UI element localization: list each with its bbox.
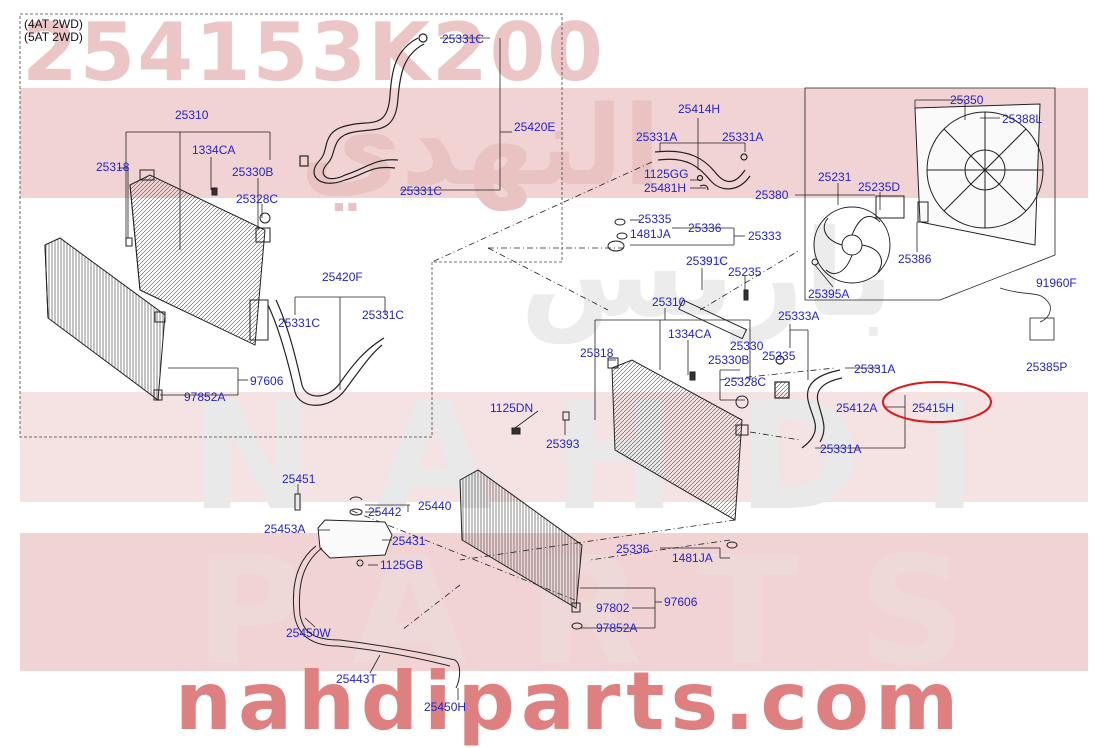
middle-leaders <box>514 118 906 449</box>
part-label-25431[interactable]: 25431 <box>392 534 426 548</box>
middle-radiator <box>511 289 749 549</box>
part-label-97606-bot[interactable]: 97606 <box>664 595 698 609</box>
part-label-1125dn[interactable]: 1125DN <box>490 401 534 415</box>
part-label-25333[interactable]: 25333 <box>748 229 782 243</box>
watermark-arabic: النهدي <box>300 82 661 210</box>
part-label-25386[interactable]: 25386 <box>898 252 932 266</box>
part-label-25331c-mid[interactable]: 25331C <box>400 184 443 198</box>
part-label-25420e[interactable]: 25420E <box>514 120 556 134</box>
lower-hose-25412a <box>774 355 843 449</box>
part-label-25450w[interactable]: 25450W <box>286 626 331 640</box>
variant-dashed-box <box>19 13 563 438</box>
part-label-25331a-1[interactable]: 25331A <box>636 130 678 144</box>
part-label-25318-left[interactable]: 25318 <box>96 160 130 174</box>
part-label-25335-top[interactable]: 25335 <box>638 212 672 226</box>
part-label-1125gb[interactable]: 1125GB <box>380 558 424 572</box>
part-label-25328c-left[interactable]: 25328C <box>236 192 279 206</box>
part-label-25235[interactable]: 25235 <box>728 265 762 279</box>
part-label-97802[interactable]: 97802 <box>596 601 630 615</box>
part-label-25388l[interactable]: 25388L <box>1002 112 1043 126</box>
part-label-25331c-l2[interactable]: 25331C <box>362 308 405 322</box>
part-label-25333a[interactable]: 25333A <box>778 309 820 323</box>
part-label-25440[interactable]: 25440 <box>418 499 452 513</box>
part-label-25391c[interactable]: 25391C <box>686 254 729 268</box>
part-label-25380[interactable]: 25380 <box>755 188 789 202</box>
reservoir-cap-parts <box>607 218 628 252</box>
left-leaders <box>118 37 512 396</box>
part-label-25450h[interactable]: 25450H <box>424 700 467 714</box>
part-label-1125gg[interactable]: 1125GG <box>644 167 689 181</box>
watermark-band-middle <box>20 392 1088 502</box>
watermark-band-top <box>20 88 1088 198</box>
part-label-25451[interactable]: 25451 <box>282 472 316 486</box>
part-label-25350[interactable]: 25350 <box>950 93 984 107</box>
watermark-word-nahdi: NAHDI <box>190 370 1038 544</box>
part-label-25420f[interactable]: 25420F <box>322 270 363 284</box>
left-upper-hose <box>299 33 428 184</box>
watermark-part-number: 254153K200 <box>22 6 605 99</box>
part-label-25310-left[interactable]: 25310 <box>175 108 209 122</box>
part-label-25453a[interactable]: 25453A <box>264 522 306 536</box>
part-label-25443t[interactable]: 25443T <box>336 672 377 686</box>
part-label-1334ca-left[interactable]: 1334CA <box>192 143 236 157</box>
part-label-25385p[interactable]: 25385P <box>1026 360 1068 374</box>
part-label-25330b-left[interactable]: 25330B <box>232 165 274 179</box>
left-condenser <box>44 237 166 401</box>
middle-condenser <box>459 469 583 630</box>
part-label-25331c-l1[interactable]: 25331C <box>278 316 321 330</box>
part-label-25331a-r2[interactable]: 25331A <box>820 442 862 456</box>
left-lower-hose <box>267 299 385 406</box>
part-label-25330[interactable]: 25330 <box>730 339 764 353</box>
part-label-25336-top[interactable]: 25336 <box>688 221 722 235</box>
part-label-25336-bot[interactable]: 25336 <box>616 542 650 556</box>
part-label-1481ja-bot[interactable]: 1481JA <box>672 551 713 565</box>
part-label-25328c-mid[interactable]: 25328C <box>724 375 767 389</box>
part-label-25442[interactable]: 25442 <box>368 505 402 519</box>
part-label-1334ca-mid[interactable]: 1334CA <box>668 327 712 341</box>
part-label-25331a-r[interactable]: 25331A <box>854 362 896 376</box>
part-label-25331a-2[interactable]: 25331A <box>722 130 764 144</box>
part-label-91960f[interactable]: 91960F <box>1036 276 1077 290</box>
part-label-25231[interactable]: 25231 <box>818 170 852 184</box>
part-label-25414h[interactable]: 25414H <box>678 102 721 116</box>
fan-leaders <box>795 99 1055 341</box>
variant-note-5at: (5AT 2WD) <box>24 30 83 44</box>
part-label-25395a[interactable]: 25395A <box>808 287 850 301</box>
highlight-oval <box>882 381 992 423</box>
part-label-25235d[interactable]: 25235D <box>858 180 901 194</box>
part-label-25415h-highlighted[interactable]: 25415H <box>912 401 955 415</box>
upper-hose-25414h <box>654 150 751 191</box>
part-label-25318-mid[interactable]: 25318 <box>580 346 614 360</box>
cooling-fan <box>811 195 929 284</box>
part-label-25412a[interactable]: 25412A <box>836 401 878 415</box>
variant-note-4at: (4AT 2WD) <box>24 17 83 31</box>
part-label-97606-left[interactable]: 97606 <box>250 374 284 388</box>
part-label-25481h[interactable]: 25481H <box>644 181 687 195</box>
parts-diagram <box>19 13 1056 700</box>
part-label-25331c-top[interactable]: 25331C <box>442 32 485 46</box>
part-label-25393[interactable]: 25393 <box>546 437 580 451</box>
bottom-leaders <box>297 484 730 700</box>
left-radiator <box>125 169 271 346</box>
part-label-1481ja-top[interactable]: 1481JA <box>630 227 671 241</box>
coolant-reservoir <box>292 493 461 689</box>
part-label-97852a-left[interactable]: 97852A <box>184 390 226 404</box>
part-label-25335-mid[interactable]: 25335 <box>762 349 796 363</box>
part-label-97852a-bot[interactable]: 97852A <box>596 621 638 635</box>
part-label-25330b-mid[interactable]: 25330B <box>708 353 750 367</box>
part-label-25310-mid[interactable]: 25310 <box>652 295 686 309</box>
fan-shroud <box>804 87 1056 301</box>
